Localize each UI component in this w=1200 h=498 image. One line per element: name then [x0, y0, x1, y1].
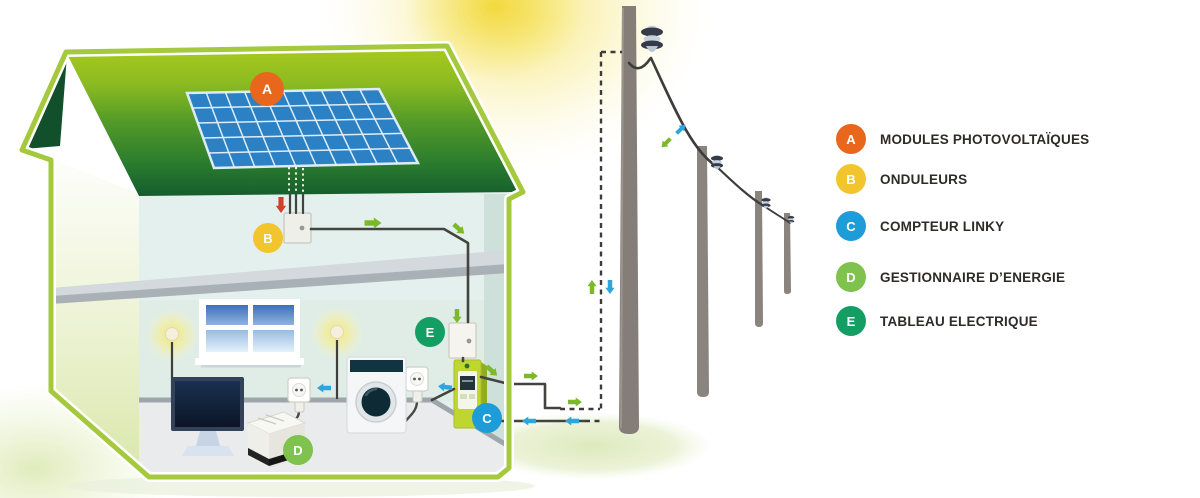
power-outlet: [284, 377, 311, 423]
house: [17, 41, 587, 482]
utility-pole-3: [755, 191, 763, 327]
utility-pole-4: [784, 213, 791, 294]
marker-e-badge: E: [415, 317, 445, 347]
floor-slab-top: [51, 250, 509, 296]
service-connection-dashed-line: [560, 50, 622, 423]
marker-a-badge: A: [250, 72, 284, 106]
production-arrow-icon: [587, 280, 597, 294]
power-outlet: [401, 366, 429, 426]
floor-slab-front: [51, 264, 509, 304]
marker-c-badge: C: [472, 403, 502, 433]
insulator-icon: [787, 215, 795, 224]
marker-b-badge: B: [253, 223, 283, 253]
tv: [171, 377, 244, 456]
washing-machine: [346, 356, 407, 434]
production-arrow-icon: [524, 371, 538, 381]
inverter-box: [283, 212, 312, 244]
poles-ground-shadow: [472, 412, 712, 480]
left-side-wall: [51, 158, 149, 477]
insulator-icon: [641, 25, 663, 52]
production-arrow-icon: [658, 135, 674, 151]
electrical-panel-box: [448, 322, 477, 359]
window: [195, 299, 304, 368]
solar-panel: [185, 87, 421, 170]
insulator-icon: [761, 197, 771, 209]
utility-pole-2: [697, 146, 709, 397]
utility-pole-1: [619, 6, 639, 434]
insulator-icon: [710, 154, 724, 170]
production-arrow-icon: [568, 397, 582, 407]
marker-d-badge: D: [283, 435, 313, 465]
dc-cables-dotted: [288, 167, 304, 193]
grid-arrow-icon: [605, 280, 615, 294]
wall-lamp: [310, 306, 364, 399]
